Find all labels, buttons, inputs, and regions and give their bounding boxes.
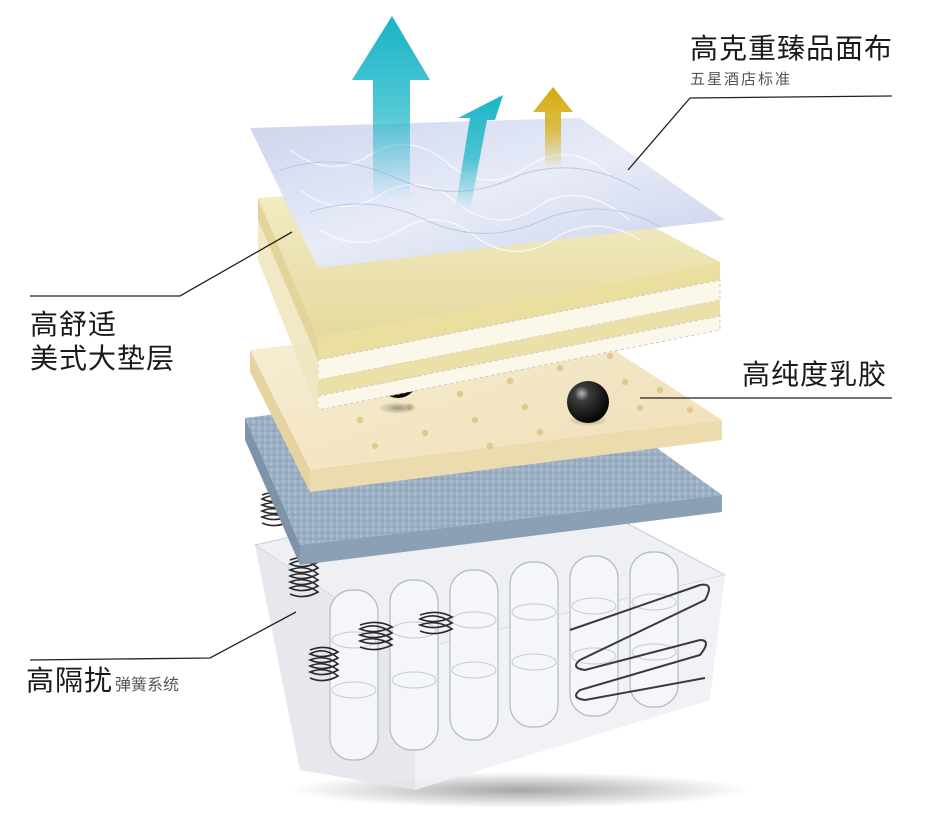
comfort-title-line2: 美式大垫层	[30, 342, 176, 375]
spring-label: 高隔扰弹簧系统	[26, 664, 179, 698]
latex-label: 高纯度乳胶	[742, 358, 887, 392]
leader-line-fabric	[627, 95, 893, 171]
leader-line-comfort	[30, 231, 293, 297]
steel-ball	[567, 381, 609, 423]
fabric-label: 高克重臻品面布 五星酒店标准	[690, 32, 893, 89]
spring-subtitle: 弹簧系统	[115, 675, 180, 694]
comfort-title-line1: 高舒适	[30, 308, 118, 341]
up-arrow-icon	[533, 87, 573, 170]
leader-lines	[29, 95, 893, 661]
spring-title: 高隔扰	[26, 664, 114, 697]
up-arrow-icon	[455, 95, 503, 210]
airflow-arrows	[352, 16, 573, 210]
latex-title: 高纯度乳胶	[742, 358, 888, 391]
fabric-subtitle: 五星酒店标准	[690, 70, 793, 88]
fabric-title: 高克重臻品面布	[690, 32, 894, 65]
leader-line-spring	[29, 611, 297, 661]
comfort-label: 高舒适 美式大垫层	[30, 308, 175, 376]
up-arrow-icon	[352, 16, 430, 200]
